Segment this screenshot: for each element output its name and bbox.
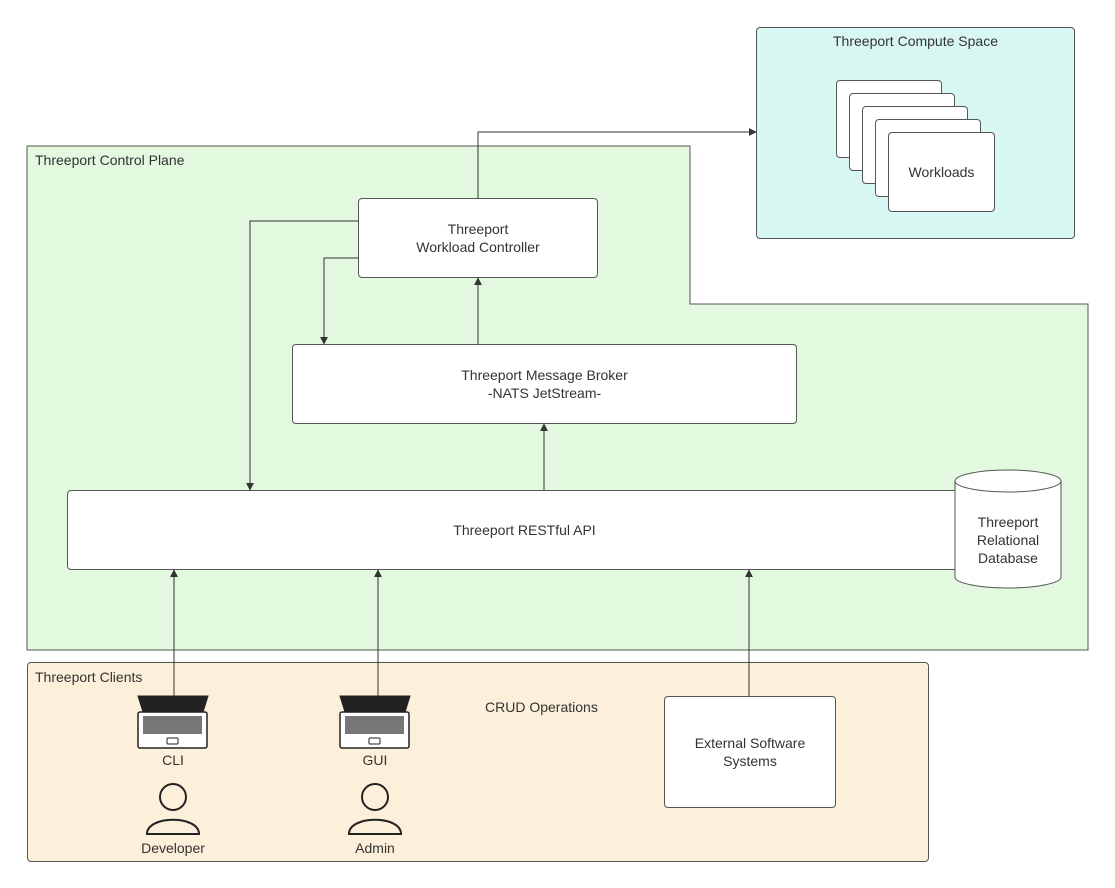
clients-title: Threeport Clients — [35, 669, 143, 685]
workloads-box: Workloads — [888, 132, 995, 212]
admin-label: Admin — [355, 840, 395, 856]
message-broker-box: Threeport Message Broker -NATS JetStream… — [292, 344, 797, 424]
database-line1: Threeport — [977, 514, 1039, 530]
workload-controller-box: Threeport Workload Controller — [358, 198, 598, 278]
control-plane-title: Threeport Control Plane — [35, 152, 185, 168]
restful-api-box: Threeport RESTful API — [67, 490, 1022, 570]
database-label: Threeport Relational Database — [955, 513, 1061, 567]
external-systems-line2: Systems — [723, 753, 777, 769]
external-systems-box: External Software Systems — [664, 696, 836, 808]
crud-operations-label: CRUD Operations — [485, 699, 598, 715]
gui-label: GUI — [362, 752, 388, 768]
workloads-label: Workloads — [908, 164, 975, 180]
message-broker-line2: -NATS JetStream- — [487, 385, 602, 401]
restful-api-label: Threeport RESTful API — [453, 522, 596, 538]
workload-controller-line2: Workload Controller — [416, 239, 540, 255]
external-systems-line1: External Software — [694, 735, 806, 751]
developer-label: Developer — [141, 840, 205, 856]
database-line2: Relational — [976, 532, 1040, 548]
database-line3: Database — [978, 550, 1038, 566]
message-broker-line1: Threeport Message Broker — [461, 367, 628, 383]
compute-space-title: Threeport Compute Space — [833, 33, 998, 49]
cli-label: CLI — [162, 752, 184, 768]
workload-controller-line1: Threeport — [447, 221, 509, 237]
